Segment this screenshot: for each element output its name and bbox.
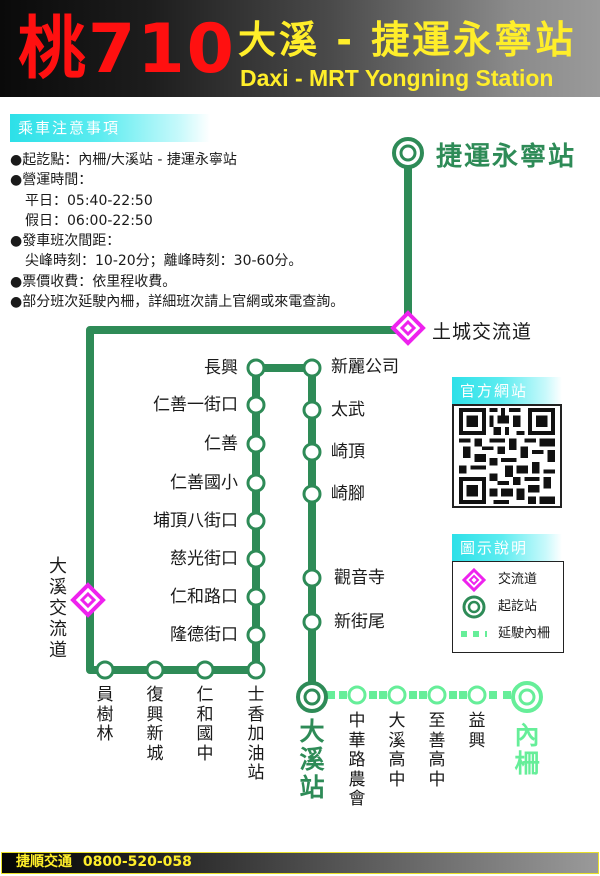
terminal-double-circle-icon	[392, 137, 424, 169]
legend-label: 交流道	[498, 572, 538, 587]
header-banner: 桃710 大溪 - 捷運永寧站 Daxi - MRT Yongning Stat…	[0, 0, 600, 97]
route-title-en: Daxi - MRT Yongning Station	[240, 65, 554, 91]
note-line: ●起訖點：內柵/大溪站 - 捷運永寧站	[10, 152, 237, 168]
interchange-diamond-icon	[70, 582, 106, 618]
stop-circle-icon	[387, 685, 407, 705]
terminal-double-circle-icon	[511, 681, 543, 713]
stop-label: 新街尾	[334, 612, 385, 632]
notes-section-label: 乘車注意事項	[10, 114, 210, 142]
stop-circle-icon	[246, 358, 266, 378]
legend: 交流道 起訖站 延駛內柵	[452, 561, 564, 653]
qr-code-icon[interactable]	[452, 404, 562, 508]
website-section-label: 官方網站	[452, 377, 562, 405]
stop-label: 太武	[331, 400, 365, 420]
stop-label: 中華路農會	[348, 711, 366, 809]
stop-circle-icon	[246, 587, 266, 607]
stop-circle-icon	[195, 660, 215, 680]
stop-label: 仁善一街口	[153, 395, 238, 415]
route-title-zh: 大溪 - 捷運永寧站	[238, 18, 577, 62]
stop-label: 崎頂	[331, 442, 365, 462]
interchange-tucheng-label: 土城交流道	[432, 321, 533, 343]
legend-section-label: 圖示說明	[452, 534, 562, 562]
stop-circle-icon	[246, 511, 266, 531]
notes-list: ●起訖點：內柵/大溪站 - 捷運永寧站 ●營運時間： 平日：05:40-22:5…	[10, 150, 410, 312]
stop-label: 隆德街口	[170, 625, 238, 645]
stop-label: 埔頂八街口	[153, 511, 238, 531]
stop-label: 長興	[204, 358, 238, 378]
stop-circle-icon	[302, 568, 322, 588]
stop-label: 仁善國小	[170, 473, 238, 493]
terminal-double-circle-icon	[462, 595, 486, 619]
stop-label: 至善高中	[428, 711, 446, 790]
stop-label: 仁善	[204, 434, 238, 454]
stop-circle-icon	[347, 685, 367, 705]
stop-label: 員樹林	[96, 685, 114, 744]
note-line: ●票價收費：依里程收費。	[10, 273, 177, 290]
stop-label: 大溪高中	[388, 711, 406, 790]
terminal-double-circle-icon	[296, 681, 328, 713]
stop-label: 仁和國中	[196, 685, 214, 764]
route-segment	[86, 326, 408, 674]
stop-circle-icon	[467, 685, 487, 705]
interchange-daxi-label: 大溪交流道	[49, 556, 67, 661]
stop-circle-icon	[246, 395, 266, 415]
stop-circle-icon	[145, 660, 165, 680]
note-line: 假日：06:00-22:50	[25, 212, 153, 229]
legend-item: 起訖站	[453, 594, 563, 620]
stop-circle-icon	[246, 434, 266, 454]
note-line: 平日：05:40-22:50	[25, 192, 153, 209]
stop-label: 復興新城	[146, 685, 164, 764]
legend-item: 交流道	[453, 567, 563, 593]
note-line: ●發車班次間距：	[10, 233, 121, 250]
stop-circle-icon	[246, 625, 266, 645]
stop-circle-icon	[302, 400, 322, 420]
note-line: ●部分班次延駛內柵，詳細班次請上官網或來電查詢。	[10, 294, 345, 311]
stop-circle-icon	[302, 612, 322, 632]
stop-label: 觀音寺	[334, 568, 385, 588]
phone-number[interactable]: 0800-520-058	[82, 854, 192, 870]
stop-circle-icon	[302, 358, 322, 378]
interchange-diamond-icon	[390, 310, 426, 346]
stop-label: 新麗公司	[331, 357, 399, 377]
footer-contact: 捷順交通 0800-520-058	[16, 853, 192, 872]
terminal-extension-label: 內柵	[514, 721, 540, 778]
note-line: ●營運時間：	[10, 172, 93, 189]
operator-name: 捷順交通	[16, 854, 72, 870]
stop-circle-icon	[246, 549, 266, 569]
stop-label: 益興	[468, 711, 486, 751]
stop-label: 慈光街口	[170, 549, 238, 569]
footer-bar: 捷順交通 0800-520-058	[1, 852, 599, 874]
dashed-line-icon	[461, 631, 487, 637]
stop-label: 士香加油站	[247, 685, 265, 783]
stop-circle-icon	[427, 685, 447, 705]
terminal-north-label: 捷運永寧站	[436, 142, 577, 172]
legend-item: 延駛內柵	[453, 621, 563, 647]
interchange-diamond-icon	[461, 567, 487, 593]
stop-label: 仁和路口	[170, 587, 238, 607]
stop-circle-icon	[246, 660, 266, 680]
stop-label: 崎腳	[331, 484, 365, 504]
stop-circle-icon	[95, 660, 115, 680]
stop-circle-icon	[302, 442, 322, 462]
stop-circle-icon	[302, 484, 322, 504]
terminal-south-label: 大溪站	[299, 717, 325, 802]
route-number: 桃710	[18, 10, 236, 89]
note-line: 尖峰時刻：10-20分；離峰時刻：30-60分。	[25, 253, 303, 270]
legend-label: 延駛內柵	[498, 626, 551, 641]
legend-label: 起訖站	[498, 599, 538, 614]
stop-circle-icon	[246, 473, 266, 493]
